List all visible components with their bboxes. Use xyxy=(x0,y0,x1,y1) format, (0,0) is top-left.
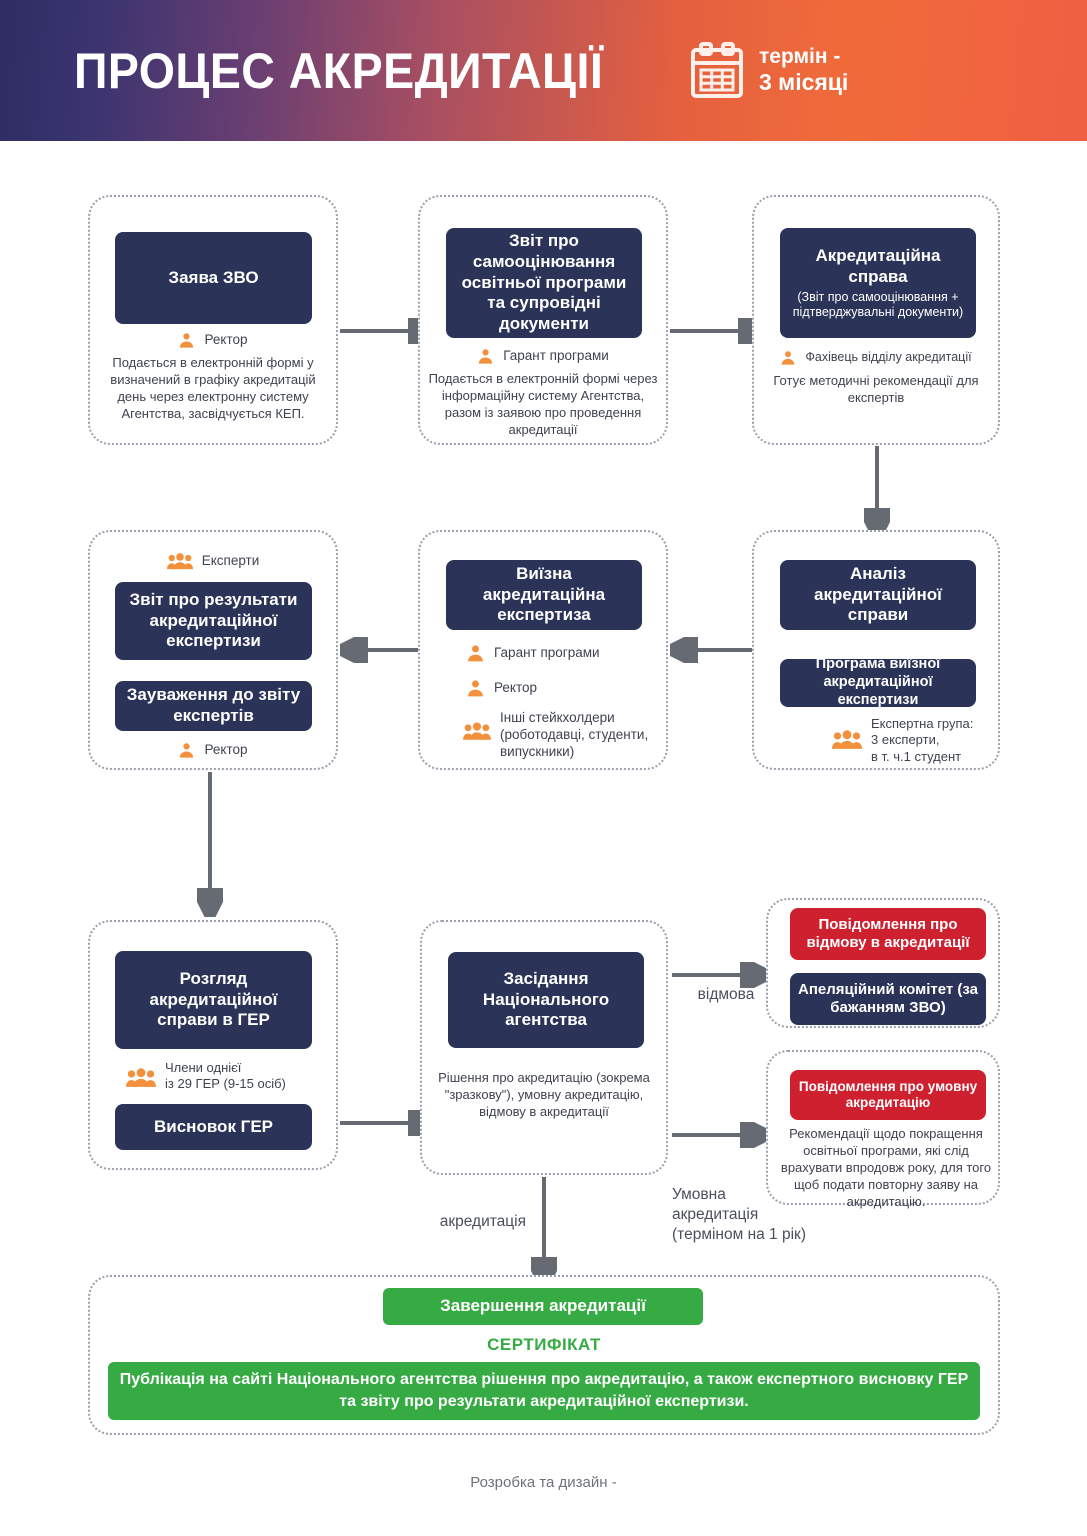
step-2-title: Звіт про самооцінювання освітньої програ… xyxy=(461,231,627,334)
step-3-desc: Готує методичні рекомендації для експерт… xyxy=(773,373,979,405)
person-icon xyxy=(466,679,485,698)
page-title: ПРОЦЕС АКРЕДИТАЦІЇ xyxy=(74,42,604,99)
final-certificate-label: СЕРТИФІКАТ xyxy=(487,1335,601,1354)
arrow-step2-to-step3 xyxy=(670,318,766,344)
step-5-title-box[interactable]: Виїзна акредитаційна експертиза xyxy=(446,560,642,630)
edge-label-accreditation: акредитація xyxy=(439,1213,526,1230)
person-icon xyxy=(466,644,485,663)
step-7-conclusion: Висновок ГЕР xyxy=(154,1116,273,1136)
step-7-role-line-2: із 29 ГЕР (9-15 осіб) xyxy=(165,1076,286,1092)
step-9-appeal-box[interactable]: Апеляційний комітет (за бажанням ЗВО) xyxy=(790,973,986,1025)
person-icon xyxy=(477,348,494,365)
arrow-step7-to-step8 xyxy=(340,1110,436,1136)
term-text: термін - 3 місяці xyxy=(759,45,848,97)
step-10-notice-label: Повідомлення про умовну акредитацію xyxy=(798,1078,978,1110)
step-4-program-box[interactable]: Програма виїзної акредитаційної експерти… xyxy=(780,656,976,708)
arrow-step6-to-step7 xyxy=(197,772,223,917)
step-5-role-2-label: Ректор xyxy=(494,680,538,696)
step-4-title-box[interactable]: Аналіз акредитаційної справи xyxy=(780,560,976,630)
step-3-subtitle: (Звіт про самооцінювання + підтверджувал… xyxy=(792,289,964,319)
step-1-title-box[interactable]: Заява ЗВО xyxy=(115,232,312,324)
step-1-role-label: Ректор xyxy=(204,332,248,348)
conditional-line-3: (терміном на 1 рік) xyxy=(672,1226,806,1244)
step-9-appeal-label: Апеляційний комітет (за бажанням ЗВО) xyxy=(798,980,978,1016)
group-icon xyxy=(832,730,862,750)
step-4-program: Програма виїзної акредитаційної експерти… xyxy=(815,656,941,708)
term-line-1: термін - xyxy=(759,44,841,68)
group-icon xyxy=(463,722,491,741)
step-7-title: Розгляд акредитаційної справи в ГЕР xyxy=(149,968,278,1030)
step-8-desc: Рішення про акредитацію (зокрема "зразко… xyxy=(438,1070,650,1119)
person-icon xyxy=(178,332,195,349)
step-6-note-box[interactable]: Зауваження до звіту експертів xyxy=(115,681,312,731)
step-7-role: Члени однієї із 29 ГЕР (9-15 осіб) xyxy=(126,1060,336,1093)
step-6-bottom-role-label: Ректор xyxy=(204,742,248,758)
person-icon xyxy=(780,350,796,366)
final-completion-label: Завершення акредитації xyxy=(440,1296,646,1316)
step-8-title: Засідання Національного агентства xyxy=(482,968,610,1030)
step-3-title-box[interactable]: Акредитаційна справа (Звіт про самооціню… xyxy=(780,228,976,338)
step-6-title-box[interactable]: Звіт про результати акредитаційної експе… xyxy=(115,582,312,660)
step-4-role-line-1: Експертна група: xyxy=(871,716,974,731)
arrow-step4-to-step5 xyxy=(670,637,766,663)
step-6-top-role-label: Експерти xyxy=(201,553,260,569)
step-7-conclusion-box[interactable]: Висновок ГЕР xyxy=(115,1104,312,1150)
step-4-group-role: Експертна група: 3 експерти, в т. ч.1 ст… xyxy=(832,716,1002,765)
step-1-role: Ректор xyxy=(88,332,338,349)
group-icon xyxy=(167,553,193,570)
page-header: ПРОЦЕС АКРЕДИТАЦІЇ xyxy=(0,0,1087,141)
step-2-role-label: Гарант програми xyxy=(503,348,609,364)
footer-credit: Розробка та дизайн - xyxy=(470,1474,617,1491)
group-icon xyxy=(126,1068,156,1088)
step-3-role: Фахівець відділу акредитації xyxy=(752,350,1000,366)
calendar-icon xyxy=(691,41,743,100)
step-6-top-role: Експерти xyxy=(88,553,338,570)
step-5-role-2: Ректор xyxy=(466,679,666,698)
step-3-title: Акредитаційна справа xyxy=(815,246,941,286)
step-6-title: Звіт про результати акредитаційної експе… xyxy=(129,589,298,651)
step-5-role-3: Інші стейкхолдери (роботодавці, студенти… xyxy=(463,710,663,761)
step-10-desc: Рекомендації щодо покращення освітньої п… xyxy=(780,1126,992,1209)
step-5-role-1-label: Гарант програми xyxy=(494,645,600,661)
arrow-step8-to-conditional xyxy=(672,1122,768,1148)
step-2-role: Гарант програми xyxy=(418,348,668,365)
arrow-step1-to-step2 xyxy=(340,318,436,344)
step-6-bottom-role: Ректор xyxy=(88,742,338,759)
step-5-role-3-label: Інші стейкхолдери (роботодавці, студенти… xyxy=(500,710,649,759)
final-publication-box[interactable]: Публікація на сайті Національного агентс… xyxy=(108,1362,980,1420)
step-2-title-box[interactable]: Звіт про самооцінювання освітньої програ… xyxy=(446,228,642,338)
conditional-line-1: Умовна xyxy=(672,1186,726,1203)
conditional-line-2: акредитація xyxy=(672,1206,759,1224)
step-3-role-label: Фахівець відділу акредитації xyxy=(805,350,972,365)
final-completion-box[interactable]: Завершення акредитації xyxy=(383,1288,703,1325)
step-2-desc: Подається в електронній формі через інфо… xyxy=(428,371,658,437)
step-7-title-box[interactable]: Розгляд акредитаційної справи в ГЕР xyxy=(115,951,312,1049)
step-5-title: Виїзна акредитаційна експертиза xyxy=(482,563,606,625)
final-publication-label: Публікація на сайті Національного агентс… xyxy=(119,1371,969,1410)
edge-label-conditional: Умовна акредитація (терміном на 1 рік) xyxy=(672,1185,872,1245)
step-4-title: Аналіз акредитаційної справи xyxy=(814,563,942,625)
step-6-note: Зауваження до звіту експертів xyxy=(126,685,301,725)
term-block: термін - 3 місяці xyxy=(691,41,848,100)
step-7-role-line-1: Члени однієї xyxy=(165,1060,242,1075)
step-8-title-box[interactable]: Засідання Національного агентства xyxy=(448,952,644,1048)
step-1-title: Заява ЗВО xyxy=(168,267,259,287)
step-5-role-1: Гарант програми xyxy=(466,644,666,663)
edge-label-refusal: відмова xyxy=(697,986,755,1003)
step-7-role-label: Члени однієї із 29 ГЕР (9-15 осіб) xyxy=(165,1060,286,1093)
step-4-role-line-3: в т. ч.1 студент xyxy=(871,748,962,764)
step-4-role-line-2: 3 експерти, xyxy=(871,732,940,748)
step-1-desc: Подається в електронній формі у визначен… xyxy=(110,355,316,421)
arrow-step3-to-step4 xyxy=(864,446,890,536)
arrow-step8-to-refusal xyxy=(672,962,768,988)
step-10-notice-box[interactable]: Повідомлення про умовну акредитацію xyxy=(790,1070,986,1120)
step-4-group-role-label: Експертна група: 3 експерти, в т. ч.1 ст… xyxy=(871,716,973,765)
step-9-refusal-label: Повідомлення про відмову в акредитації xyxy=(806,916,970,951)
person-icon xyxy=(178,742,195,759)
term-line-2: 3 місяці xyxy=(759,69,849,96)
step-9-refusal-box[interactable]: Повідомлення про відмову в акредитації xyxy=(790,908,986,960)
arrow-step8-to-final xyxy=(531,1177,557,1285)
